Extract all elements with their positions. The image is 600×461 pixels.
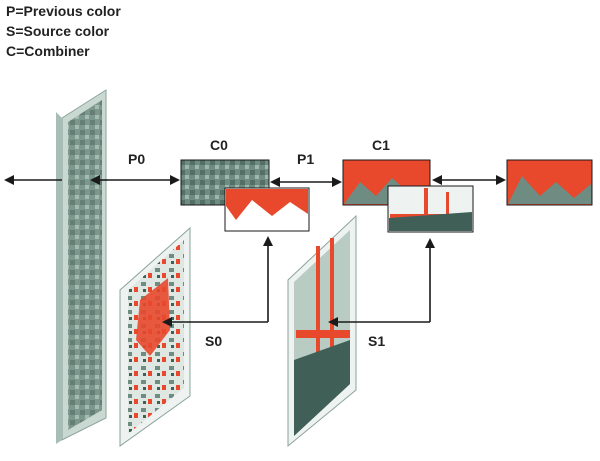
arrows: [4, 175, 506, 327]
legend-previous-color: P=Previous color: [6, 3, 121, 19]
final-output-texture: [506, 159, 593, 206]
combiner-0-red-texture: [224, 187, 310, 232]
label-c0: C0: [210, 137, 228, 153]
label-p0: P0: [128, 151, 145, 167]
legend-combiner: C=Combiner: [6, 43, 90, 59]
label-s1: S1: [368, 333, 385, 349]
legend-source-color: S=Source color: [6, 23, 110, 39]
legend: P=Previous color S=Source color C=Combin…: [6, 3, 121, 59]
source-1-plane: [287, 214, 357, 448]
source-0-plane: [119, 226, 191, 447]
label-c1: C1: [372, 137, 390, 153]
label-p1: P1: [297, 151, 314, 167]
label-s0: S0: [205, 333, 222, 349]
previous-color-plane: [56, 89, 107, 444]
combiner-1-bridge-texture: [387, 185, 474, 233]
